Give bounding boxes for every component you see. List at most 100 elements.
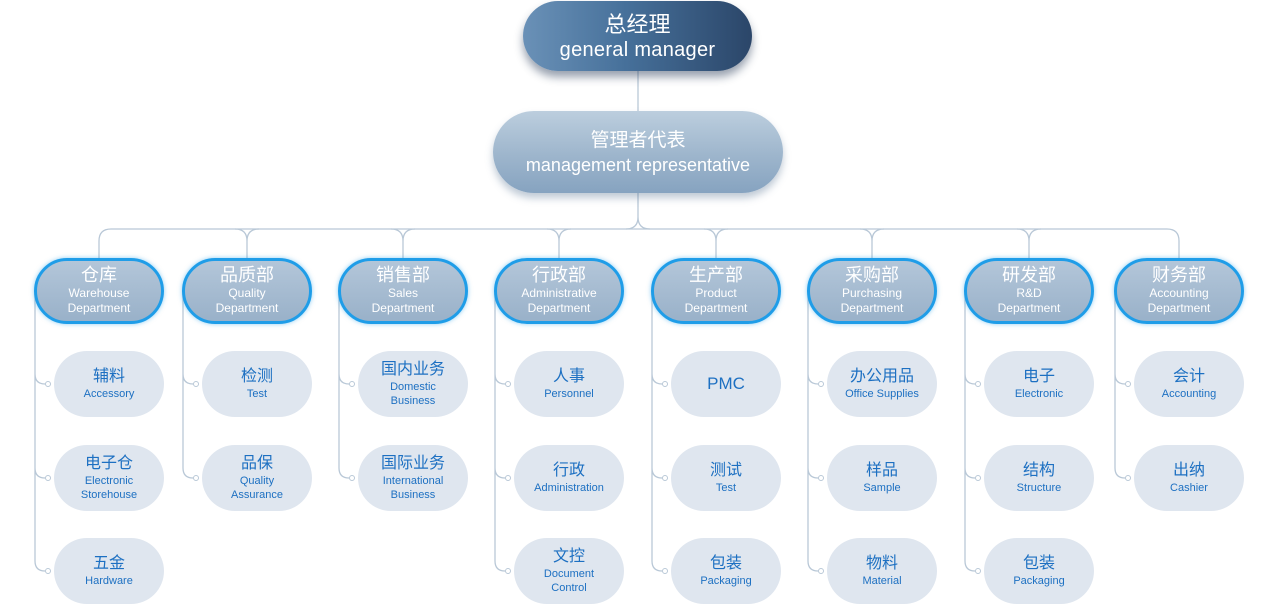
node-title: 总经理	[604, 11, 671, 37]
section-subtitle: Packaging	[700, 575, 752, 587]
department-subtitle: Department	[215, 301, 279, 315]
department-node-administrative: 行政部 Administrative Department	[494, 258, 624, 324]
section-subtitle: Business	[390, 489, 436, 501]
section-title: 办公用品	[849, 368, 914, 385]
section-title: 辅料	[92, 368, 125, 385]
section-title: 物料	[865, 555, 898, 572]
connector-branch-administrative	[546, 228, 572, 258]
connector-dot	[193, 381, 199, 387]
department-node-purchasing: 采购部 Purchasing Department	[807, 258, 937, 324]
department-subtitle: Department	[1147, 301, 1211, 315]
section-subtitle: Business	[390, 395, 436, 407]
section-title: 文控	[552, 548, 585, 565]
section-title: 会计	[1172, 368, 1205, 385]
connector-dots	[45, 381, 1131, 574]
department-title: 生产部	[689, 265, 743, 285]
section-node-domestic-business: 国内业务 Domestic Business	[358, 351, 468, 417]
department-subtitle: Department	[527, 301, 591, 315]
section-subtitle: Assurance	[231, 489, 283, 501]
connector-dot	[1125, 381, 1131, 387]
section-subtitle: Electronic	[84, 475, 134, 487]
department-subtitle: Department	[371, 301, 435, 315]
section-subtitle: Storehouse	[80, 489, 138, 501]
department-title: 财务部	[1152, 265, 1206, 285]
section-title: 电子仓	[84, 455, 133, 472]
section-node-electronic-storehouse: 电子仓 Electronic Storehouse	[54, 445, 164, 511]
section-subtitle: Sample	[863, 482, 901, 494]
department-node-warehouse: 仓库 Warehouse Department	[34, 258, 164, 324]
connector-tree-sales	[338, 291, 350, 479]
node-subtitle: management representative	[525, 154, 751, 175]
connector-tree-accounting	[1114, 291, 1126, 479]
section-node-international-business: 国际业务 International Business	[358, 445, 468, 511]
section-title: PMC	[707, 374, 745, 393]
connector-dot	[975, 475, 981, 481]
connector-tree-product	[651, 291, 663, 572]
section-subtitle: Domestic	[390, 381, 436, 393]
connector-dot	[45, 568, 51, 574]
department-node-sales: 销售部 Sales Department	[338, 258, 468, 324]
connector-branch-quality	[234, 228, 260, 258]
section-title: 样品	[865, 462, 898, 479]
connector-dot	[45, 381, 51, 387]
section-node-administration: 行政 Administration	[514, 445, 624, 511]
general-manager-node: 总经理 general manager	[523, 1, 752, 71]
connector-dot	[662, 568, 668, 574]
connector-tree-administrative	[494, 291, 506, 572]
department-title: 采购部	[845, 265, 899, 285]
section-title: 包装	[1022, 555, 1055, 572]
section-title: 电子	[1022, 368, 1055, 385]
connector-dot	[818, 381, 824, 387]
section-title: 五金	[92, 555, 125, 572]
connector-tree-rnd	[964, 291, 976, 572]
section-subtitle: Structure	[1016, 482, 1062, 494]
section-subtitle: Packaging	[1013, 575, 1065, 587]
section-subtitle: Personnel	[544, 388, 594, 400]
connector-dot	[505, 475, 511, 481]
department-subtitle: Purchasing	[841, 286, 903, 300]
connector-dot	[505, 568, 511, 574]
section-subtitle: Quality	[239, 475, 275, 487]
section-subtitle: Test	[715, 482, 737, 494]
section-node-pmc: PMC	[671, 351, 781, 417]
connector-dot	[975, 381, 981, 387]
section-node-sample: 样品 Sample	[827, 445, 937, 511]
connector-branch-sales	[390, 228, 416, 258]
section-node-hardware: 五金 Hardware	[54, 538, 164, 604]
connector-representative-stem	[625, 190, 651, 230]
department-node-product: 生产部 Product Department	[651, 258, 781, 324]
department-subtitle: Quality	[228, 286, 266, 300]
connector-tree-purchasing	[807, 291, 819, 572]
section-title: 出纳	[1172, 462, 1205, 479]
node-subtitle: general manager	[559, 38, 716, 61]
section-title: 国际业务	[380, 455, 445, 472]
section-subtitle: International	[382, 475, 444, 487]
section-title: 检测	[240, 368, 273, 385]
section-node-electronic: 电子 Electronic	[984, 351, 1094, 417]
section-subtitle: Accessory	[83, 388, 135, 400]
connector-dot	[975, 568, 981, 574]
section-node-structure: 结构 Structure	[984, 445, 1094, 511]
connector-dot	[818, 475, 824, 481]
connector-branch-purchasing	[859, 228, 885, 258]
connector-dot	[349, 381, 355, 387]
department-subtitle: R&D	[1016, 286, 1042, 300]
department-title: 品质部	[220, 265, 274, 285]
section-subtitle: Material	[862, 575, 902, 587]
section-subtitle: Control	[551, 582, 587, 594]
connector-department-bus	[98, 228, 1180, 258]
connector-dot	[193, 475, 199, 481]
department-subtitle: Administrative	[521, 286, 597, 300]
section-subtitle: Test	[246, 388, 268, 400]
department-subtitle: Warehouse	[68, 286, 130, 300]
section-subtitle: Electronic	[1014, 388, 1064, 400]
connector-dot	[45, 475, 51, 481]
section-subtitle: Hardware	[85, 575, 133, 587]
department-subtitle: Product	[695, 286, 737, 300]
department-subtitle: Sales	[387, 286, 419, 300]
department-node-rnd: 研发部 R&D Department	[964, 258, 1094, 324]
connector-tree-warehouse	[34, 291, 46, 572]
section-node-cashier: 出纳 Cashier	[1134, 445, 1244, 511]
section-subtitle: Cashier	[1170, 482, 1208, 494]
